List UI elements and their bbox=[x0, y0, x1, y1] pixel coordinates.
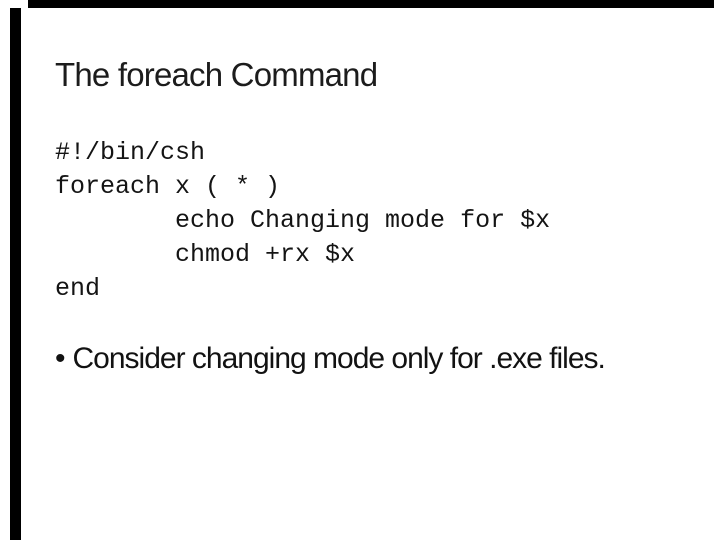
slide-frame-left-edge bbox=[10, 8, 21, 540]
slide-title: The foreach Command bbox=[55, 56, 378, 93]
code-block: #!/bin/csh foreach x ( * ) echo Changing… bbox=[55, 138, 551, 303]
bullet-icon: • bbox=[55, 342, 66, 375]
slide-frame-top-edge bbox=[28, 0, 714, 8]
bullet-item: • Consider changing mode only for .exe f… bbox=[55, 342, 606, 376]
bullet-text: Consider changing mode only for .exe fil… bbox=[72, 342, 606, 375]
